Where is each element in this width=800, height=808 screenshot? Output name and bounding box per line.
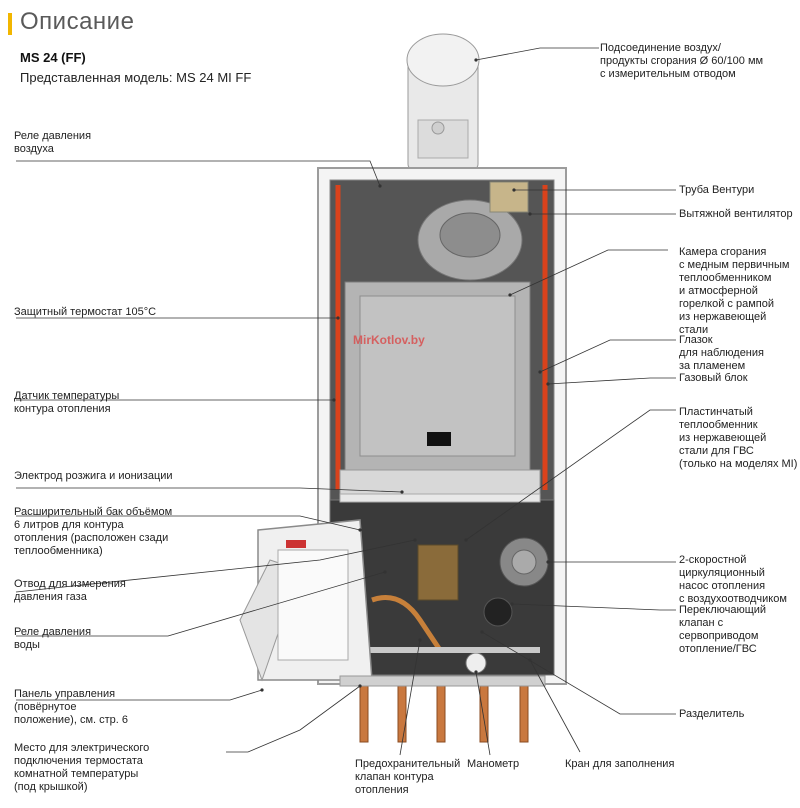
label-pump: 2-скоростной циркуляционный насос отопле… [679, 554, 787, 605]
label-ignition-electrode: Электрод розжига и ионизации [14, 470, 173, 482]
connection-pipes [359, 683, 529, 743]
exhaust-fan-part [417, 181, 529, 281]
label-separator: Разделитель [679, 708, 745, 720]
label-flue: Подсоединение воздух/ продукты сгорания … [600, 42, 764, 80]
label-water-pressure-relay: Реле давления воды [14, 626, 92, 651]
label-air-pressure-relay: Реле давления воздуха [14, 130, 92, 155]
flue-pipe [406, 33, 480, 171]
label-peephole: Глазок для наблюдения за пламенем [679, 334, 764, 372]
label-plate-exchanger: Пластинчатый теплообменник из нержавеюще… [679, 406, 798, 470]
watermark: MirKotlov.by [353, 333, 425, 347]
label-thermostat-connection: Место для электрического подключения тер… [14, 742, 150, 793]
label-expansion-tank: Расширительный бак объёмом 6 литров для … [14, 506, 173, 557]
label-exhaust-fan: Вытяжной вентилятор [679, 208, 793, 220]
presented-model: Представленная модель: MS 24 MI FF [20, 70, 252, 85]
model-name: MS 24 (FF) [20, 50, 86, 65]
control-panel-part [239, 519, 373, 682]
label-safety-thermostat: Защитный термостат 105°C [14, 306, 157, 318]
label-gas-pressure-tap: Отвод для измерения давления газа [14, 578, 126, 603]
label-gas-block: Газовый блок [679, 372, 748, 384]
label-manometer: Манометр [467, 758, 520, 770]
leader-lines [15, 47, 676, 756]
label-control-panel: Панель управления (повёрнутое положение)… [14, 688, 129, 726]
label-combustion-chamber: Камера сгорания с медным первичным тепло… [679, 246, 790, 336]
header-accent-bar [8, 13, 12, 35]
label-safety-valve: Предохранительный клапан контура отоплен… [355, 758, 461, 796]
page-title: Описание [20, 8, 135, 35]
label-venturi: Труба Вентури [679, 184, 755, 196]
label-heating-temp-sensor: Датчик температуры контура отопления [14, 390, 120, 415]
combustion-chamber-part [344, 281, 531, 473]
label-fill-tap: Кран для заполнения [565, 758, 675, 770]
label-diverter-valve: Переключающий клапан с сервоприводом ото… [679, 604, 767, 655]
